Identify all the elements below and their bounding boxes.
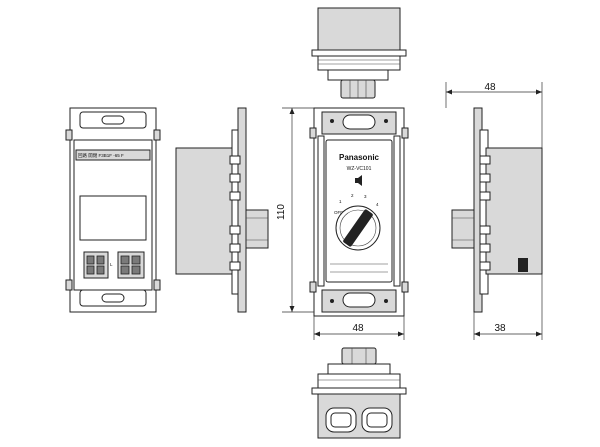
- dim-front-width-value: 48: [352, 323, 364, 334]
- dimension-top-48: 48: [445, 82, 543, 148]
- right-side-view: [451, 107, 543, 313]
- speaker-icon: [355, 175, 362, 186]
- dial-mark-3: 3: [364, 194, 367, 199]
- dim-top-value: 48: [484, 82, 496, 93]
- dimension-height-110: 110: [276, 107, 314, 313]
- left-side-view: [175, 107, 269, 313]
- dim-height-value: 110: [276, 204, 287, 220]
- back-label-text: 回路 開閉 F3B1F -65 F: [78, 152, 124, 159]
- brand-logo: Panasonic: [339, 153, 380, 162]
- terminal-mark: L: [110, 262, 113, 267]
- front-view: Panasonic WZ-VC101 OFF 1 2 3 4: [309, 107, 409, 317]
- dimension-side-38: 38: [473, 274, 543, 340]
- dimension-front-width-48: 48: [313, 316, 405, 340]
- dim-side-value: 38: [494, 323, 506, 334]
- dial-mark-2: 2: [351, 193, 354, 198]
- bottom-view: [311, 347, 407, 439]
- dial-mark-4: 4: [376, 202, 379, 207]
- dial-mark-off: OFF: [334, 210, 343, 215]
- dial-mark-1: 1: [339, 199, 342, 204]
- volume-dial[interactable]: [335, 205, 381, 251]
- top-view: [311, 7, 407, 99]
- model-number: WZ-VC101: [347, 166, 372, 172]
- back-view: 回路 開閉 F3B1F -65 F L: [65, 107, 161, 313]
